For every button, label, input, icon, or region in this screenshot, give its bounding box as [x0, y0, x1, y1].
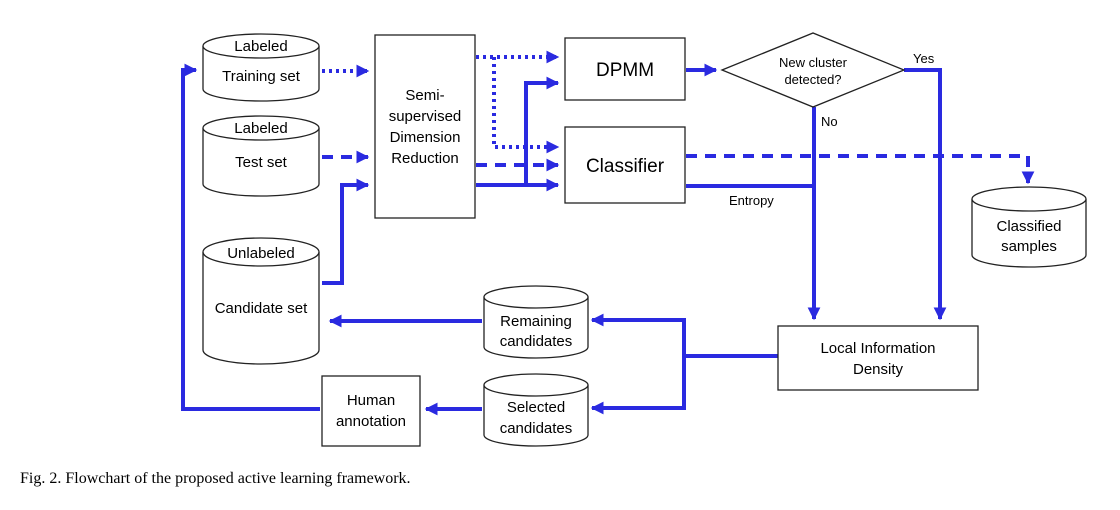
candidate-set-cylinder	[202, 237, 320, 365]
edge-label-no: No	[821, 114, 838, 129]
classified-samples-line-1: Classified	[996, 218, 1061, 235]
test-set-label: Test set	[235, 154, 288, 171]
decision-line-1: New cluster	[779, 55, 848, 70]
edge-split-to-remaining	[590, 313, 686, 356]
lid-line-1: Local Information	[820, 340, 935, 357]
ssdr-line-1: Semi-	[405, 87, 444, 104]
classified-samples-cylinder	[971, 186, 1087, 268]
classifier-label: Classifier	[586, 156, 665, 177]
candidate-set-label: Candidate set	[215, 300, 308, 317]
selected-candidates-line-1: Selected	[507, 399, 565, 416]
ssdr-line-2: supervised	[389, 108, 462, 125]
selected-candidates-line-2: candidates	[500, 420, 573, 437]
human-annotation-line-2: annotation	[336, 413, 406, 430]
classified-samples-line-2: samples	[1001, 238, 1057, 255]
human-annotation-line-1: Human	[347, 392, 395, 409]
edge-annotation-to-training	[181, 63, 320, 411]
edge-ssdr-to-dpmm-solid	[524, 76, 560, 185]
decision-line-2: detected?	[784, 72, 841, 87]
remaining-candidates-cylinder	[483, 285, 589, 359]
decision-diamond	[720, 32, 906, 108]
test-set-cylinder	[202, 115, 320, 197]
classifier-box	[564, 126, 686, 204]
lid-box	[777, 325, 979, 391]
human-annotation-box	[321, 375, 421, 447]
training-set-cylinder	[202, 33, 320, 102]
remaining-candidates-line-1: Remaining	[500, 313, 572, 330]
training-set-label: Training set	[222, 68, 301, 85]
edge-label-yes: Yes	[913, 51, 935, 66]
ssdr-box	[374, 34, 476, 219]
edge-classifier-to-classified	[686, 154, 1035, 185]
edge-decision-yes-to-lid	[904, 68, 947, 321]
edge-split-to-selected	[590, 356, 686, 415]
selected-candidates-cylinder	[483, 373, 589, 447]
dpmm-label: DPMM	[596, 60, 654, 81]
ssdr-line-3: Dimension	[390, 129, 461, 146]
edge-label-entropy: Entropy	[729, 193, 774, 208]
test-set-tag: Labeled	[234, 120, 287, 137]
ssdr-line-4: Reduction	[391, 150, 459, 167]
remaining-candidates-line-2: candidates	[500, 333, 573, 350]
dpmm-box	[564, 37, 686, 101]
training-set-tag: Labeled	[234, 38, 287, 55]
figure-caption: Fig. 2. Flowchart of the proposed active…	[20, 470, 411, 487]
edge-ssdr-to-classifier-dotted	[492, 57, 560, 154]
candidate-set-tag: Unlabeled	[227, 245, 295, 262]
connectors	[181, 50, 1035, 416]
lid-line-2: Density	[853, 361, 904, 378]
edge-candidate-to-ssdr	[322, 178, 370, 285]
